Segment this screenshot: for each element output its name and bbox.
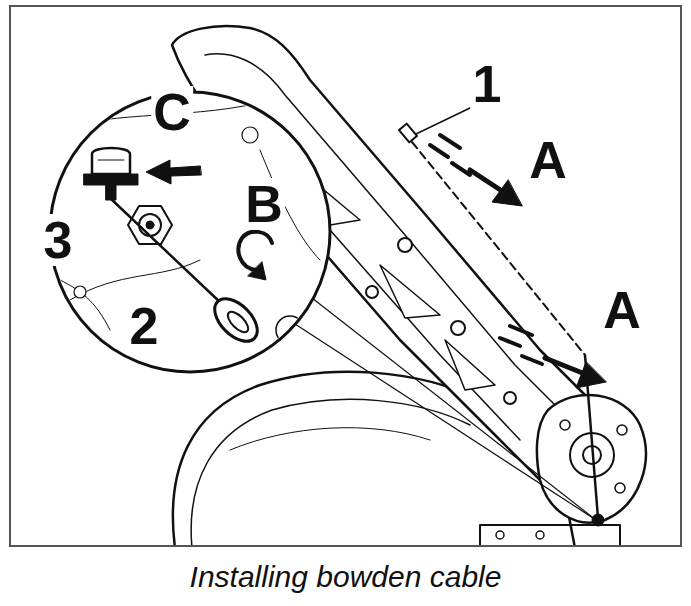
seat-cushion — [173, 372, 575, 545]
recliner-hole — [615, 483, 625, 493]
cushion-contour — [230, 428, 430, 450]
frame-cutout — [380, 265, 440, 318]
frame-hole — [398, 238, 412, 252]
direction-arrow — [500, 326, 606, 388]
seat-rail — [480, 525, 620, 545]
direction-arrow — [430, 135, 522, 206]
leader-line — [312, 298, 596, 520]
rail-hole — [536, 531, 544, 539]
callout-number: 2 — [128, 300, 161, 352]
leader-line — [292, 322, 596, 520]
frame-cutout — [445, 340, 495, 390]
rail-hole — [496, 531, 504, 539]
callout-number: 1 — [471, 58, 504, 110]
cable-clip — [399, 124, 417, 143]
frame-hole — [451, 321, 465, 335]
recliner-hole — [560, 420, 570, 430]
cable-end — [592, 514, 604, 526]
frame-hole — [504, 392, 516, 404]
direction-letter: C — [151, 86, 193, 138]
direction-letter: A — [601, 284, 643, 336]
recliner-hole — [617, 425, 627, 435]
cushion-contour — [191, 399, 470, 545]
leader-line — [416, 108, 470, 134]
direction-letter: B — [243, 178, 285, 230]
frame-hole — [366, 286, 378, 298]
figure-caption: Installing bowden cable — [0, 560, 691, 593]
recliner-mechanism — [537, 395, 646, 523]
callout-number: 3 — [42, 214, 75, 266]
direction-letter: A — [527, 134, 569, 186]
